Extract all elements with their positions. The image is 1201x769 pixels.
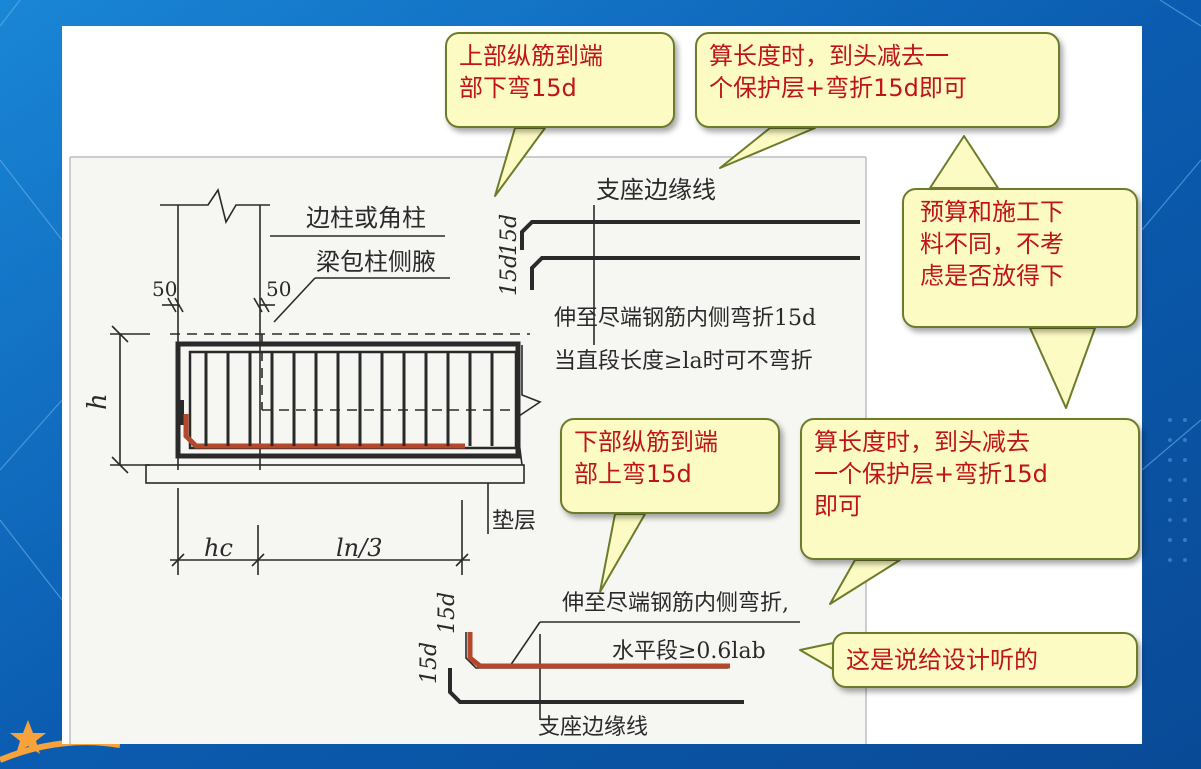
bottom-note-line2: 水平段≥0.6lab (612, 639, 766, 664)
height-label: h (83, 393, 113, 410)
callout-tail-budget-down (1029, 327, 1096, 409)
hc-label: hc (204, 534, 233, 562)
callout-bottom-rebar: 下部纵筋到端 部上弯15d (560, 418, 780, 514)
callout-tail-bottom-rebar (599, 513, 646, 593)
bottom-15d-b: 15d (417, 642, 442, 684)
callout-line: 料不同，不考 (920, 230, 1064, 258)
ln3-label: ln/3 (336, 534, 383, 562)
bottom-rebar-bend-red (467, 632, 730, 669)
bottom-note-line1: 伸至尽端钢筋内侧弯折, (562, 591, 789, 616)
callout-line: 部下弯15d (459, 74, 577, 102)
cushion-label: 垫层 (492, 509, 536, 534)
support-edge-label-top: 支座边缘线 (596, 176, 716, 204)
top-note-line2: 当直段长度≥la时可不弯折 (554, 349, 813, 374)
beam-column-label: 梁包柱侧腋 (316, 248, 436, 276)
dim-50-left: 50 (152, 277, 177, 301)
dim-50-right: 50 (266, 277, 291, 301)
callout-line: 算长度时，到头减去一 (709, 42, 949, 70)
support-edge-label-bottom: 支座边缘线 (538, 715, 648, 740)
callout-line: 算长度时，到头减去 (814, 428, 1030, 456)
callout-line: 一个保护层+弯折15d (814, 460, 1048, 488)
top-note-line1: 伸至尽端钢筋内侧弯折15d (554, 306, 816, 331)
callout-line: 预算和施工下 (920, 198, 1064, 226)
callout-bottom-length: 算长度时，到头减去 一个保护层+弯折15d 即可 (800, 418, 1140, 560)
callout-line: 虑是否放得下 (920, 262, 1064, 290)
callout-line: 下部纵筋到端 (574, 428, 718, 456)
callout-tail-bottom-length (829, 559, 901, 605)
callout-line: 部上弯15d (574, 460, 692, 488)
top-15d-b: 15d (497, 254, 522, 296)
callout-line: 即可 (814, 492, 862, 520)
bottom-15d-a: 15d (435, 592, 460, 634)
callout-tail-top-rebar (494, 127, 546, 197)
callout-line: 个保护层+弯折15d即可 (709, 74, 967, 102)
callout-budget-difference: 预算和施工下 料不同，不考 虑是否放得下 (902, 188, 1138, 328)
top-15d-a: 15d (497, 214, 522, 256)
callout-top-rebar: 上部纵筋到端 部下弯15d (445, 32, 675, 128)
callout-designer-note: 这是说给设计听的 (832, 632, 1138, 688)
callout-line: 上部纵筋到端 (459, 42, 603, 70)
callout-tail-top-length (719, 127, 816, 169)
callout-top-length: 算长度时，到头减去一 个保护层+弯折15d即可 (695, 32, 1060, 128)
top-rebar-bend-red (183, 414, 465, 449)
callout-tail-budget-up (929, 135, 999, 189)
side-column-label: 边柱或角柱 (306, 204, 426, 232)
callout-line: 这是说给设计听的 (846, 646, 1038, 674)
